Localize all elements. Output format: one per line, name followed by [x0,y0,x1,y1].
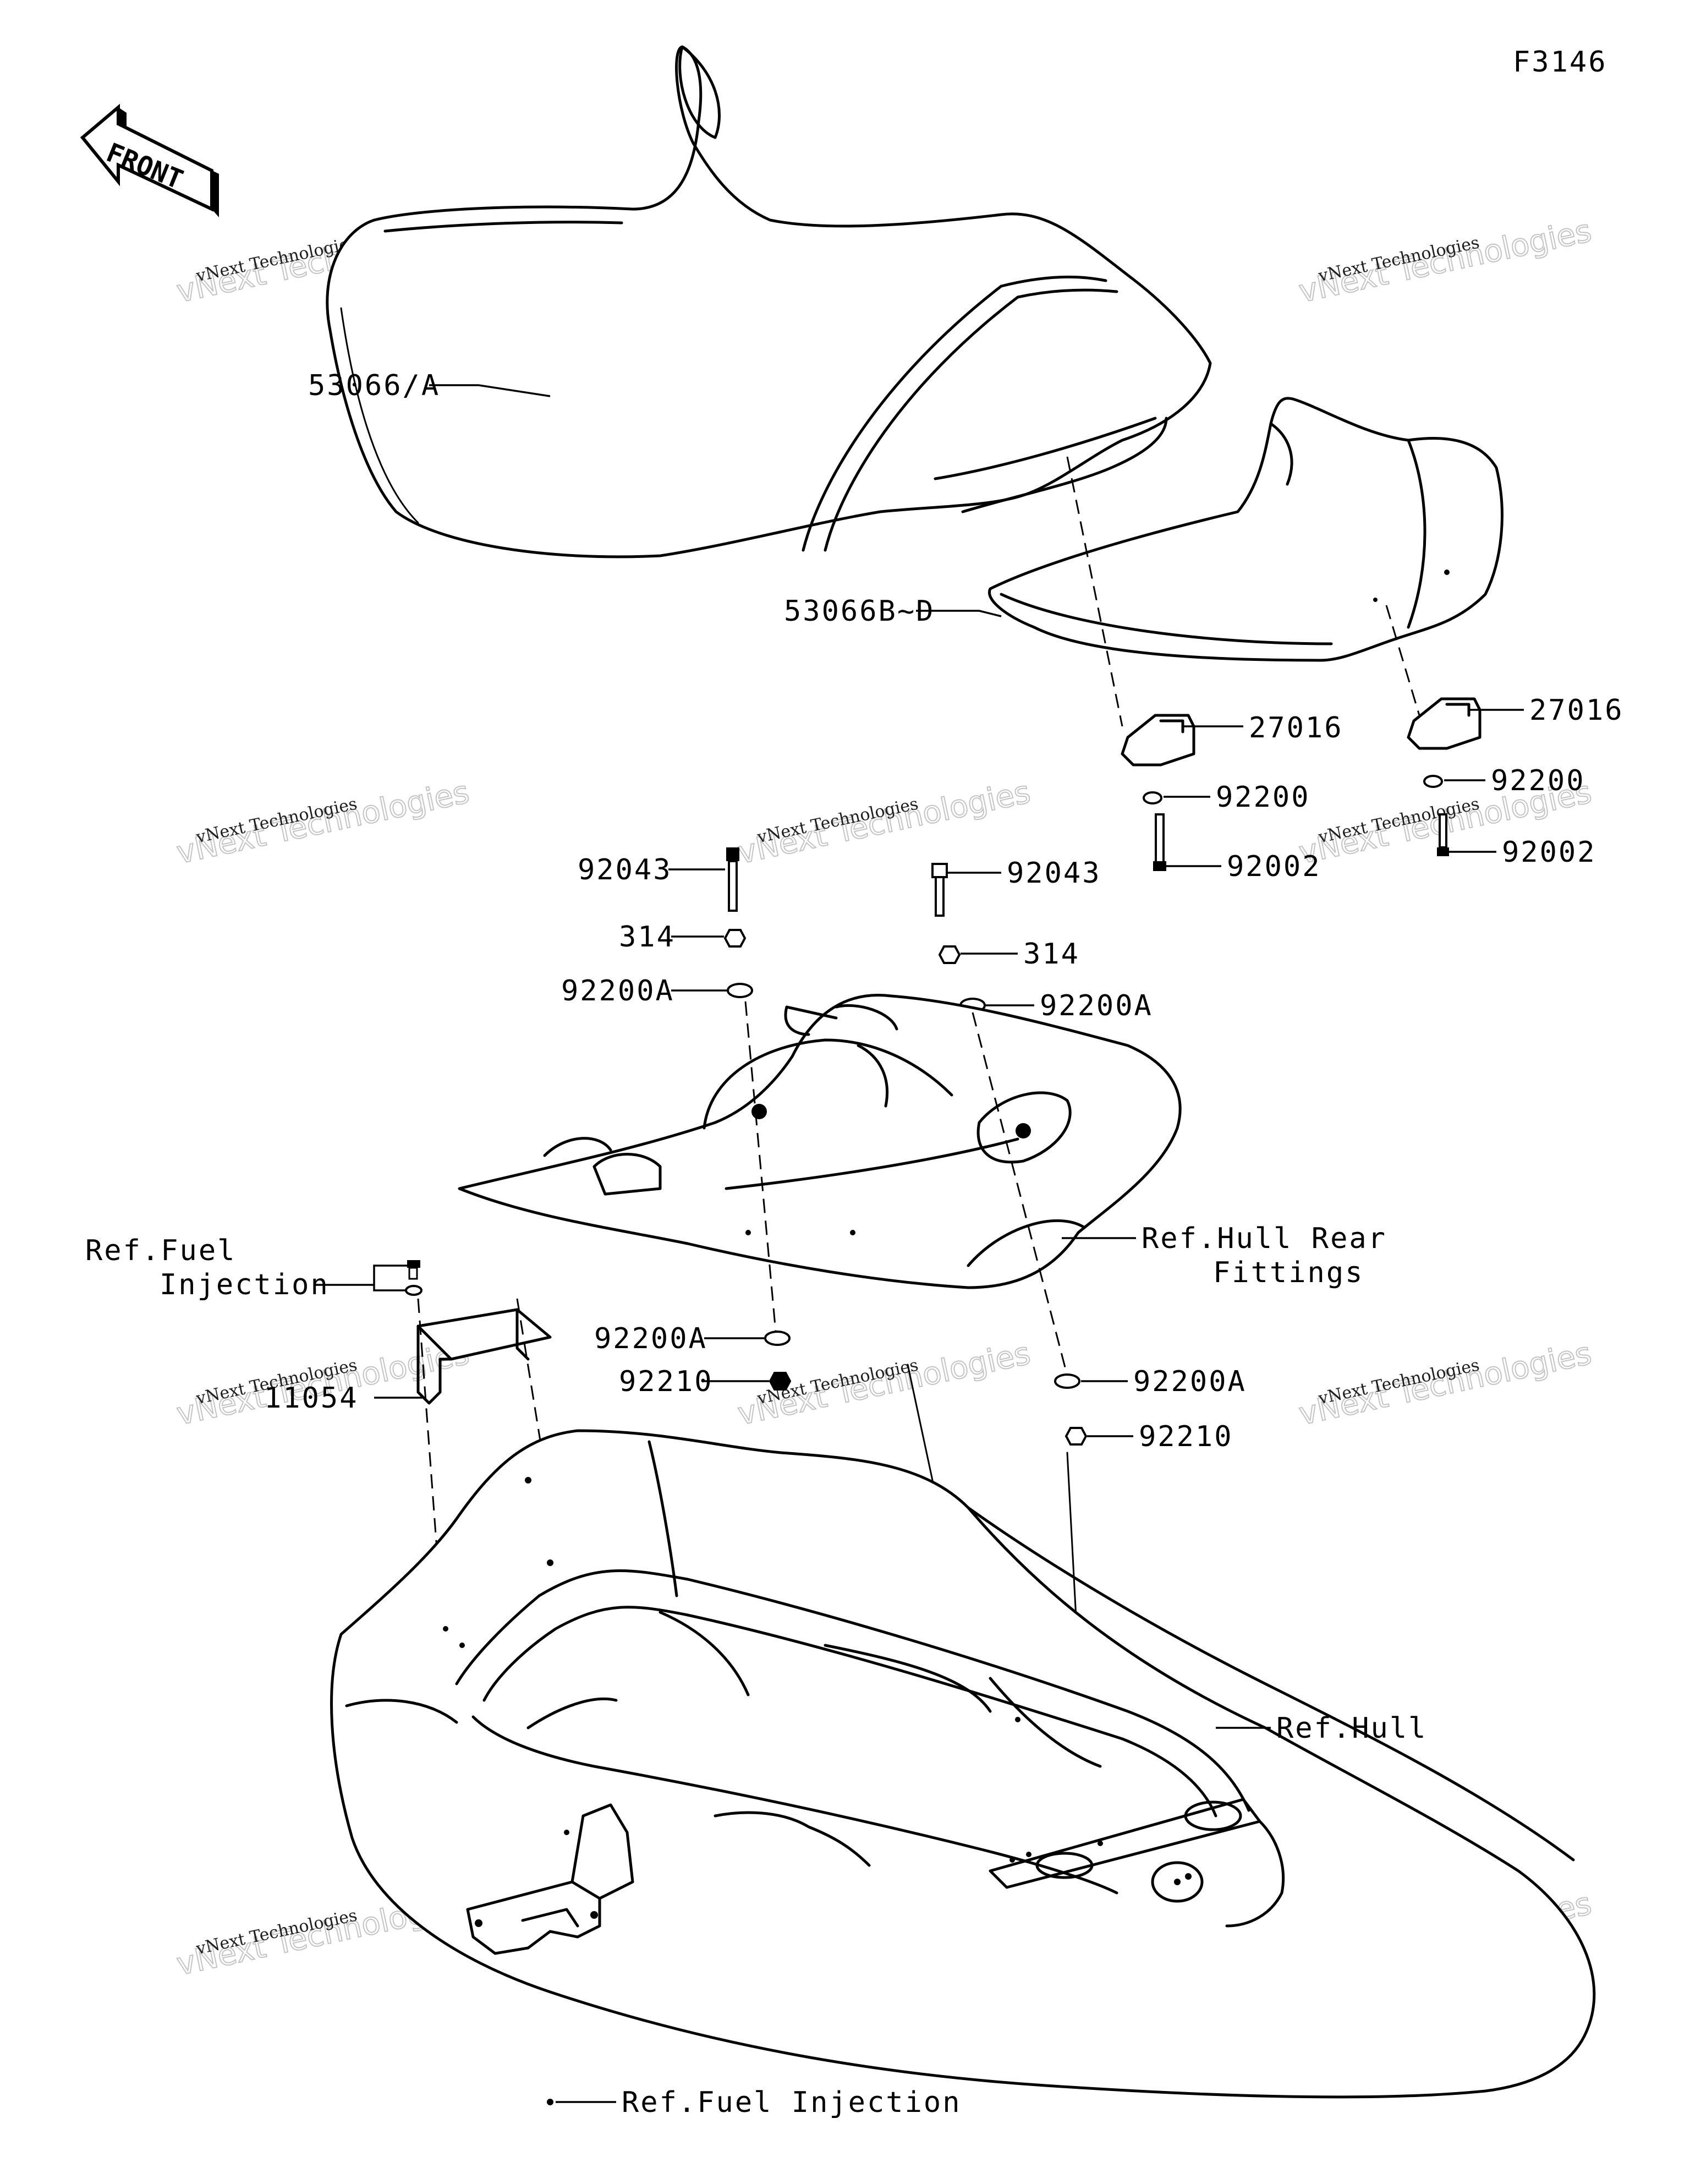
seat-base [458,994,1182,1289]
label-washer-a-lower-right: 92200A [1133,1365,1247,1398]
label-ref-hull-rear-1: Ref.Hull Rear [1142,1222,1387,1255]
front-seat [326,45,1212,559]
label-ref-fuel-injection-top-1: Ref.Fuel [85,1234,236,1267]
label-stopper-right: 27016 [1529,694,1624,727]
label-bracket: 11054 [264,1382,359,1415]
label-ref-fuel-injection-bottom: Ref.Fuel Injection [622,2086,962,2119]
diagram-code: F3146 [1513,46,1607,79]
bolt-right [1437,813,1449,856]
fuel-injection-bracket [466,1803,634,2105]
assembly-line [972,1012,1068,1376]
label-ref-hull: Ref.Hull [1276,1712,1427,1745]
label-nut-right: 314 [1023,938,1080,971]
watermark: vNext Technologies vNext Technologies [173,774,473,872]
stopper-right [1407,697,1482,750]
label-washer-right: 92200 [1491,764,1585,797]
label-ref-hull-rear-2: Fittings [1213,1256,1364,1289]
label-washer-left: 92200 [1216,781,1310,814]
label-stopper-left: 27016 [1249,711,1343,745]
stud-left [726,847,739,912]
nut-lower-left [769,1372,792,1391]
label-washer-a-lower-left: 92200A [594,1322,707,1355]
label-washer-a-upper-left: 92200A [561,975,674,1008]
label-rear-seat: 53066B~D [784,595,935,628]
leader-line [314,1265,407,1291]
leader-line [429,384,551,397]
front-arrow-icon: FRONT [80,103,219,217]
assembly-line [1066,456,1123,727]
watermark-text-2: vNext Technologies [174,774,473,871]
label-front-seat: 53066/A [308,369,440,402]
assembly-line [1385,605,1420,716]
label-ref-fuel-injection-top-2: Injection [160,1268,330,1301]
label-stud-right: 92043 [1007,857,1101,890]
hull [330,1429,1596,2099]
washer-a-lower-left [764,1331,791,1346]
label-bolt-right: 92002 [1502,836,1596,869]
stopper-left [1121,714,1195,767]
fuel-bolt [407,1260,420,1280]
washer-a-lower-right [1054,1373,1080,1389]
leader-line [916,610,1002,617]
label-nut-lower-right: 92210 [1139,1420,1233,1453]
watermark: vNext Technologies vNext Technologies [1296,1335,1595,1433]
watermark: vNext Technologies vNext Technologies [734,774,1034,872]
fuel-washer [405,1285,422,1296]
bracket [416,1308,552,1405]
nut-left [723,929,747,948]
watermark-text-2: vNext Technologies [1296,1335,1595,1432]
label-stud-left: 92043 [578,853,672,886]
watermark: vNext Technologies vNext Technologies [1296,212,1595,310]
watermark-text-2: vNext Technologies [1296,213,1595,310]
label-nut-lower-left: 92210 [619,1365,714,1398]
label-bolt-left: 92002 [1227,850,1321,883]
washer-left [1143,791,1162,804]
bolt-left [1153,813,1166,871]
assembly-line [744,1001,777,1332]
nut-lower-right [1065,1427,1088,1446]
label-nut-left: 314 [619,921,676,954]
washer-a-upper-left [727,983,753,998]
label-washer-a-upper-right: 92200A [1040,989,1153,1022]
rear-seat [988,397,1504,662]
nut-right [938,945,961,964]
washer-right [1423,775,1443,788]
stud-right [931,863,948,917]
watermark-text-2: vNext Technologies [735,774,1034,871]
